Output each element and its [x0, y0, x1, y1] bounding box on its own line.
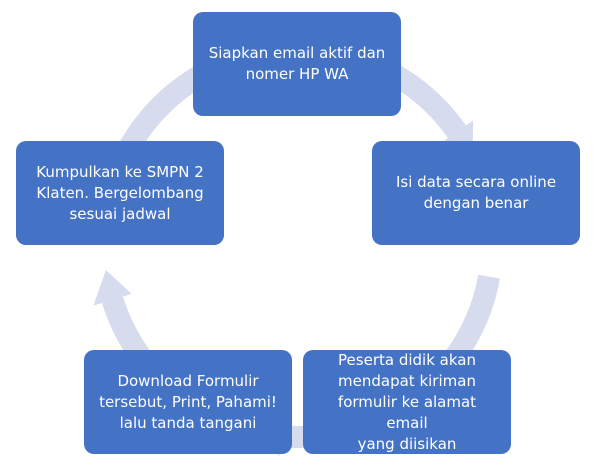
cycle-step-2: Isi data secara online dengan benar	[372, 141, 580, 245]
cycle-arrowhead-4	[93, 269, 132, 306]
cycle-step-5: Kumpulkan ke SMPN 2 Klaten. Bergelombang…	[16, 141, 224, 245]
cycle-step-4: Download Formulir tersebut, Print, Paham…	[84, 350, 292, 454]
cycle-step-1: Siapkan email aktif dan nomer HP WA	[193, 12, 401, 116]
cycle-step-3: Peserta didik akan mendapat kiriman form…	[303, 350, 511, 454]
